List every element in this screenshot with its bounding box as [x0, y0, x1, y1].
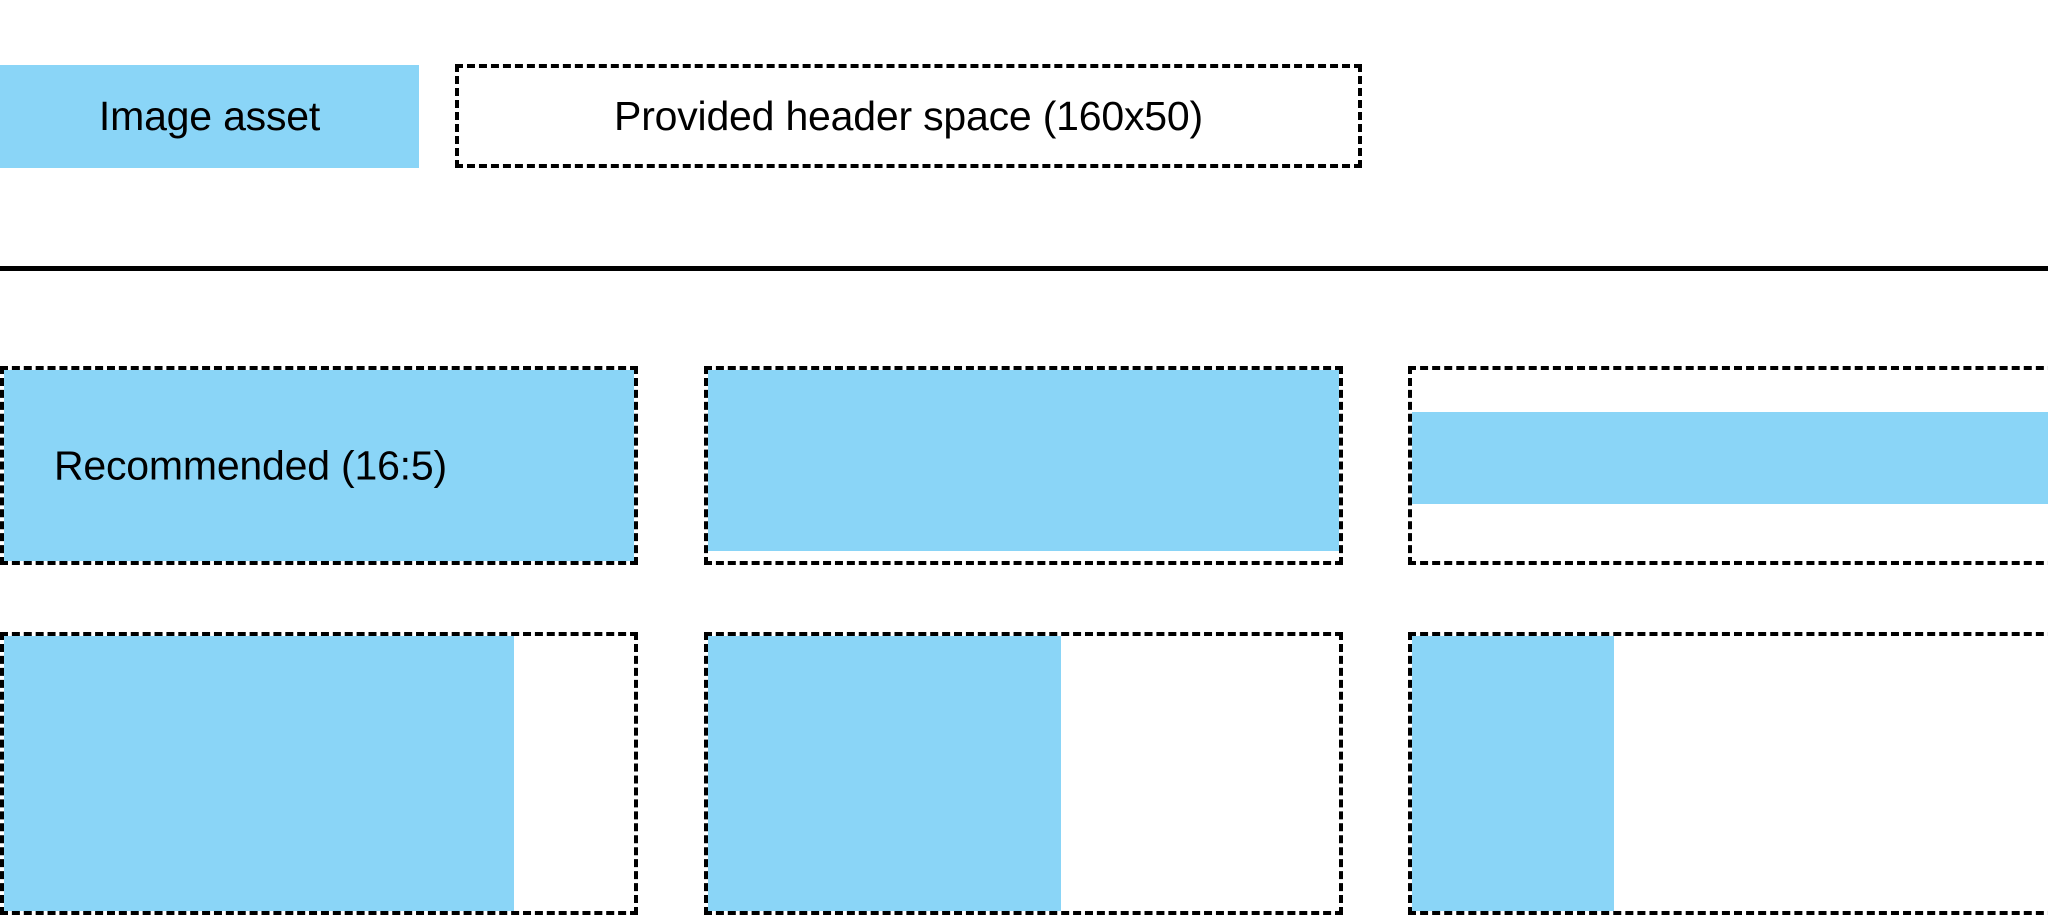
example-slot-row2-col2	[704, 632, 1343, 915]
section-divider	[0, 266, 2048, 271]
example-slot-row1-col2	[704, 366, 1343, 565]
image-asset-fill	[4, 370, 634, 561]
image-asset-legend-swatch: Image asset	[0, 65, 419, 168]
image-asset-legend-label: Image asset	[98, 93, 321, 139]
example-slot-row1-col3	[1408, 366, 2048, 565]
example-slot-row1-col1: Recommended (16:5)	[0, 366, 638, 565]
provided-header-space-legend-label: Provided header space (160x50)	[614, 92, 1203, 139]
asset-sizing-guidance-diagram: Image asset Provided header space (160x5…	[0, 64, 2048, 915]
example-slot-row2-col1	[0, 632, 638, 915]
image-asset-fill	[4, 636, 515, 911]
image-asset-fill	[1412, 412, 2048, 504]
example-slot-row2-col3	[1408, 632, 2048, 915]
image-asset-fill	[708, 636, 1062, 911]
image-asset-fill	[708, 370, 1339, 552]
provided-header-space-legend-slot: Provided header space (160x50)	[455, 64, 1362, 168]
recommended-ratio-caption: Recommended (16:5)	[54, 442, 447, 488]
image-asset-fill	[1412, 636, 1615, 911]
